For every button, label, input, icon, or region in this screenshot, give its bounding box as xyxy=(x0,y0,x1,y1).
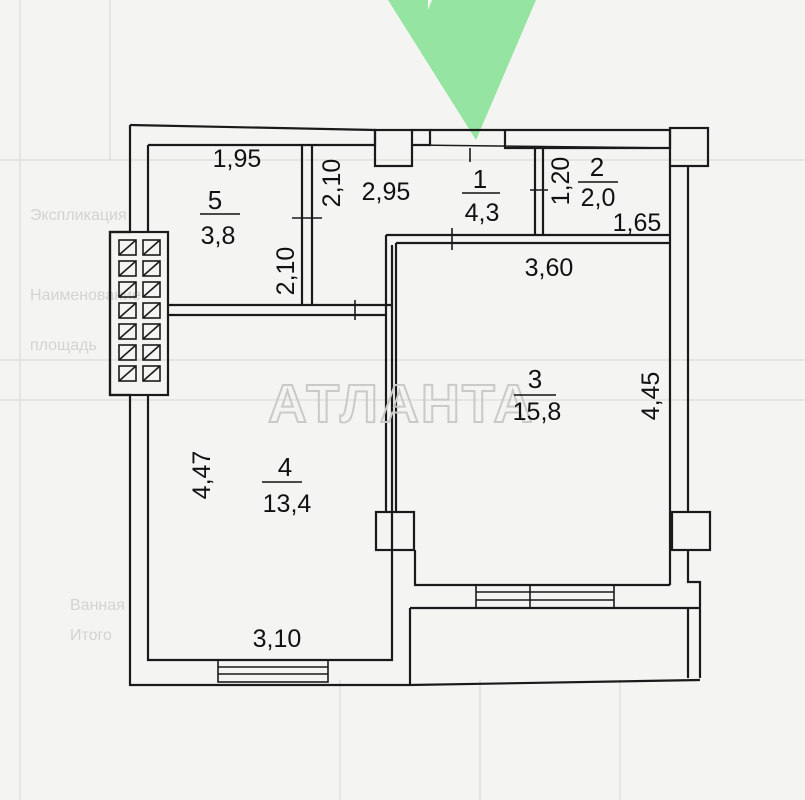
room-4-label: 4 13,4 xyxy=(262,452,311,518)
room-area: 4,3 xyxy=(465,199,500,227)
room-area: 2,0 xyxy=(581,184,616,212)
vent-cell xyxy=(118,323,137,340)
dimension-room2-width: 1,65 xyxy=(613,209,662,237)
vent-cell xyxy=(118,260,137,277)
vent-cell-mark xyxy=(118,365,137,382)
room-number: 2 xyxy=(590,152,604,182)
vent-cell xyxy=(142,302,161,319)
vent-cell-mark xyxy=(142,281,161,298)
dimension-room4-width: 3,10 xyxy=(253,625,302,653)
vent-cell-mark xyxy=(118,302,137,319)
vent-cell xyxy=(118,302,137,319)
vent-cell-mark xyxy=(142,239,161,256)
vent-cell-mark xyxy=(142,365,161,382)
room-number: 4 xyxy=(278,452,292,482)
dimension-room2-height: 1,20 xyxy=(547,157,575,206)
room-2-label: 2 2,0 xyxy=(578,152,618,212)
room-number: 3 xyxy=(528,364,542,394)
dimension-room5-height-a: 2,10 xyxy=(318,159,346,208)
dimension-room5-height-b: 2,10 xyxy=(272,247,300,296)
background-text-3: площадь xyxy=(30,337,97,354)
room-area: 15,8 xyxy=(513,398,562,426)
vent-cell-mark xyxy=(118,344,137,361)
vent-cell xyxy=(118,344,137,361)
background-text-5: Итого xyxy=(70,627,112,644)
window-room3 xyxy=(475,584,615,609)
vent-cell xyxy=(118,281,137,298)
vent-cell xyxy=(142,260,161,277)
window-room4 xyxy=(217,659,329,683)
dimension-room4-height: 4,47 xyxy=(188,451,216,500)
vent-cell xyxy=(142,239,161,256)
vent-cell-mark xyxy=(142,323,161,340)
room-5-label: 5 3,8 xyxy=(200,185,240,250)
room-area: 3,8 xyxy=(201,222,236,250)
vent-cell xyxy=(142,344,161,361)
background-text-1: Экспликация xyxy=(30,207,127,224)
vent-cell xyxy=(142,281,161,298)
vent-cell-mark xyxy=(142,260,161,277)
vent-cell-mark xyxy=(142,344,161,361)
vent-cell-mark xyxy=(118,260,137,277)
ventilation-shaft xyxy=(108,230,170,397)
background-text-2: Наименование xyxy=(30,287,141,304)
vent-cell-mark xyxy=(118,281,137,298)
entrance-arrow-icon xyxy=(388,0,536,140)
room-area: 13,4 xyxy=(263,490,312,518)
vent-cell-mark xyxy=(142,302,161,319)
background-text-4: Ванная xyxy=(70,597,125,614)
room-number: 5 xyxy=(208,185,222,215)
vent-cell xyxy=(142,323,161,340)
dimension-room3-width: 3,60 xyxy=(525,254,574,282)
room-number: 1 xyxy=(473,164,487,194)
dimension-room5-width: 1,95 xyxy=(213,145,262,173)
vent-cell xyxy=(142,365,161,382)
vent-cell-mark xyxy=(118,239,137,256)
room-1-label: 1 4,3 xyxy=(462,164,500,227)
vent-cell xyxy=(118,365,137,382)
dimension-room1-width: 2,95 xyxy=(362,178,411,206)
watermark: АТЛАНТА xyxy=(268,374,534,434)
vent-cell-mark xyxy=(118,323,137,340)
vent-cell xyxy=(118,239,137,256)
dimension-room3-height: 4,45 xyxy=(637,372,665,421)
room-3-label: 3 15,8 xyxy=(513,364,562,426)
